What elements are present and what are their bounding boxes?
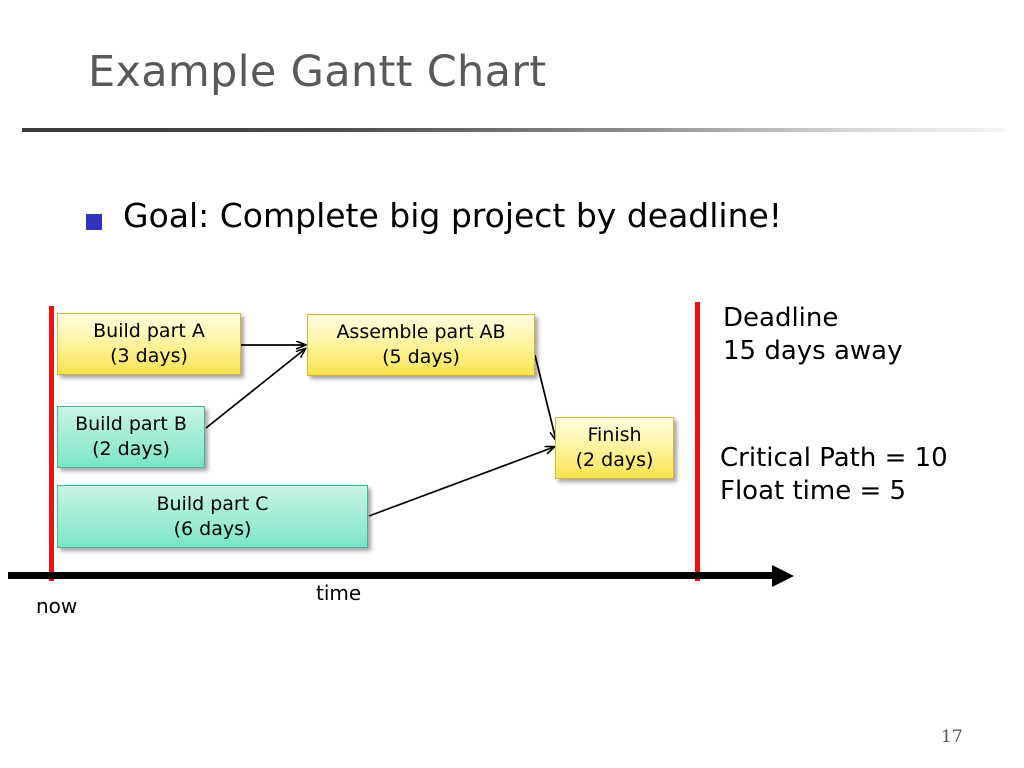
now-marker-line [49,306,54,581]
task-name: Finish [587,424,642,446]
float-time-label: Float time = 5 [720,476,907,506]
time-axis-line [8,572,780,579]
bullet-item-label: Goal: Complete big project by deadline! [123,196,783,235]
task-box-build-part-c[interactable]: Build part C (6 days) [57,485,368,548]
deadline-annotation-line1: Deadline [723,303,839,333]
square-bullet-icon [86,214,102,230]
arrow-ab-to-finish [534,354,556,440]
critical-path-label: Critical Path = 10 [720,443,948,473]
task-name: Build part A [93,320,205,342]
task-box-finish[interactable]: Finish (2 days) [555,417,674,479]
task-duration: (3 days) [110,345,188,367]
task-duration: (2 days) [92,438,170,460]
deadline-annotation: Deadline 15 days away [723,302,903,368]
now-axis-label: now [36,594,78,618]
task-box-assemble-part-ab[interactable]: Assemble part AB (5 days) [307,314,535,376]
time-axis-label: time [316,581,362,605]
task-name: Assemble part AB [336,321,506,343]
deadline-annotation-line2: 15 days away [723,336,903,366]
time-axis-arrowhead-icon [772,565,794,587]
task-name: Build part C [156,492,269,515]
task-duration: (5 days) [382,346,460,368]
bullet-list-item: Goal: Complete big project by deadline! [86,196,782,236]
task-duration: (6 days) [173,517,252,540]
task-duration: (2 days) [575,449,654,471]
metrics-annotation: Critical Path = 10 Float time = 5 [720,442,948,508]
task-box-build-part-a[interactable]: Build part A (3 days) [57,313,241,375]
page-title: Example Gantt Chart [88,47,547,97]
title-divider [22,128,1004,132]
task-name: Build part B [75,413,187,435]
page-number: 17 [941,727,963,747]
deadline-marker-line [695,302,700,581]
arrow-c-to-finish [368,447,554,517]
task-box-build-part-b[interactable]: Build part B (2 days) [57,406,205,468]
